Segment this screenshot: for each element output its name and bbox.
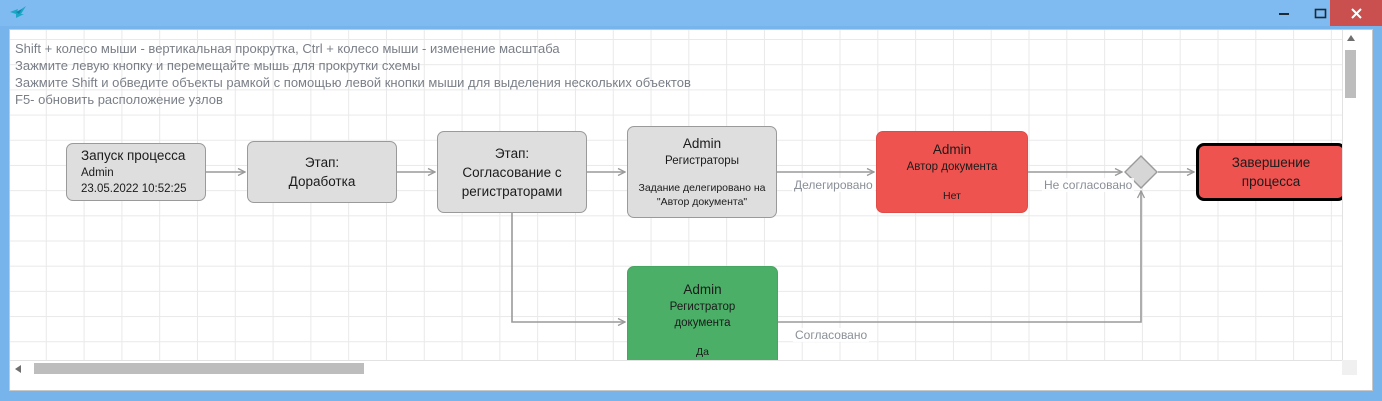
vertical-scrollbar[interactable] <box>1342 30 1357 375</box>
maximize-icon <box>1314 8 1326 18</box>
scrollbar-corner <box>1342 360 1357 375</box>
scroll-up-button[interactable] <box>1343 30 1357 45</box>
bird-icon <box>8 3 30 23</box>
horizontal-scroll-thumb[interactable] <box>34 363 364 374</box>
node-start-process[interactable]: Запуск процесса Admin 23.05.2022 10:52:2… <box>66 143 206 201</box>
edge-label-delegated: Делегировано <box>792 178 875 192</box>
node-end-process[interactable]: Завершение процесса <box>1196 143 1346 201</box>
node-author-state: Нет <box>943 190 961 202</box>
node-stage-approval-line3: регистраторами <box>461 183 563 199</box>
node-stage-revision-line2: Доработка <box>288 174 356 189</box>
edge-label-approved: Согласовано <box>793 328 870 342</box>
node-stage-approval-line2: Согласование с <box>462 164 562 180</box>
node-stage-approval[interactable]: Этап: Согласование с регистраторами <box>437 131 587 213</box>
node-stage-revision-line1: Этап: <box>304 155 340 170</box>
hint-line-2: Зажмите левую кнопку и перемещайте мышь … <box>15 58 421 73</box>
node-registrars[interactable]: Admin Регистраторы Задание делегировано … <box>627 126 777 218</box>
node-document-author[interactable]: Admin Автор документа Нет <box>876 131 1028 213</box>
node-regdoc-state: Да <box>696 346 709 358</box>
node-document-registrar[interactable]: Admin Регистратор документа Да <box>627 266 778 374</box>
client-area: Shift + колесо мыши - вертикальная прокр… <box>9 29 1373 391</box>
node-regdoc-user: Admin <box>683 282 722 297</box>
scroll-left-button[interactable] <box>10 361 25 375</box>
maximize-button[interactable] <box>1298 0 1342 26</box>
node-regdoc-role-line1: Регистратор <box>669 301 736 313</box>
node-registrars-note-1: Задание делегировано на <box>638 182 766 194</box>
node-stage-approval-line1: Этап: <box>494 145 530 161</box>
node-end-line2: процесса <box>1241 174 1301 189</box>
diagram-canvas[interactable]: Shift + колесо мыши - вертикальная прокр… <box>10 30 1357 375</box>
hint-line-4: F5- обновить расположение узлов <box>15 92 223 107</box>
close-icon <box>1350 7 1362 19</box>
vertical-scroll-thumb[interactable] <box>1345 50 1356 98</box>
close-button[interactable] <box>1330 0 1382 26</box>
horizontal-scrollbar[interactable] <box>10 360 1357 375</box>
edge-label-rejected: Не согласовано <box>1042 178 1135 192</box>
node-start-timestamp: 23.05.2022 10:52:25 <box>81 183 187 195</box>
minimize-button[interactable] <box>1262 0 1306 26</box>
node-author-role: Автор документа <box>906 161 998 173</box>
edge-approval-to-registrar-doc <box>511 213 625 322</box>
title-bar <box>0 0 1382 26</box>
node-registrars-user: Admin <box>682 136 722 151</box>
node-stage-revision[interactable]: Этап: Доработка <box>247 141 397 203</box>
caret-up-icon <box>1346 34 1355 41</box>
node-end-line1: Завершение <box>1231 155 1311 170</box>
minimize-icon <box>1279 13 1289 15</box>
node-regdoc-role-line2: документа <box>674 317 731 329</box>
caret-left-icon <box>14 364 21 373</box>
node-author-user: Admin <box>932 142 972 157</box>
hint-line-3: Зажмите Shift и обведите объекты рамкой … <box>15 75 691 90</box>
node-registrars-note-2: "Автор документа" <box>656 196 748 208</box>
node-registrars-role: Регистраторы <box>665 155 739 167</box>
node-start-user: Admin <box>81 167 114 179</box>
hint-line-1: Shift + колесо мыши - вертикальная прокр… <box>15 41 560 56</box>
hints-block: Shift + колесо мыши - вертикальная прокр… <box>15 40 691 108</box>
node-start-title: Запуск процесса <box>81 148 186 163</box>
